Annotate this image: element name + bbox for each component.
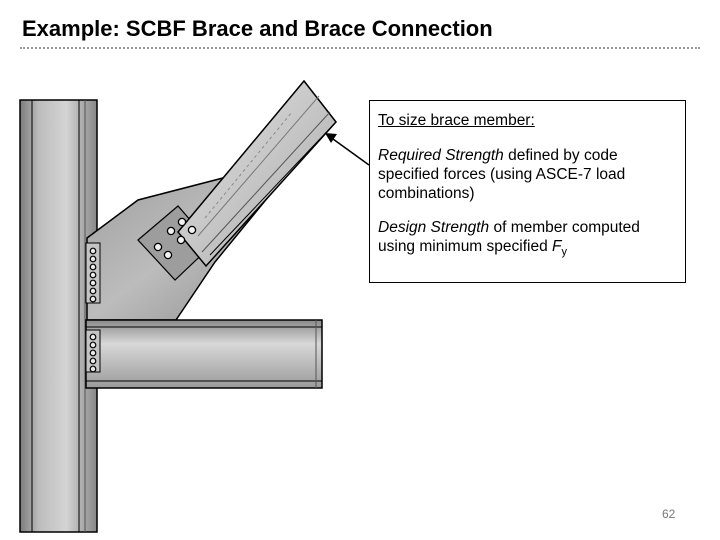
callout-box: To size brace member: Required Strength … [369,100,686,283]
required-strength-term: Required Strength [378,147,504,164]
required-strength-description: defined by code specified forces (using … [378,147,626,202]
shear-tab-bolts [89,247,97,303]
slide-title: Example: SCBF Brace and Brace Connection [22,16,493,41]
beam [85,319,323,389]
design-strength-text: Design Strength of member computed using… [378,218,677,258]
yield-stress-symbol: F [552,238,562,255]
design-strength-term: Design Strength [378,219,490,236]
brace-member [177,79,337,268]
required-strength-text: Required Strength defined by code specif… [378,146,677,203]
yield-stress-subscript: y [561,246,567,258]
gusset-bolts [153,217,197,260]
page-number: 62 [662,507,676,521]
title-divider [20,47,700,49]
column [19,99,98,533]
design-strength-description: of member computed using minimum specifi… [378,219,640,255]
beam-connection-bolts [89,333,97,373]
callout-arrow [325,133,370,166]
callout-heading: To size brace member: [378,112,535,129]
column-shear-tab [85,242,101,304]
